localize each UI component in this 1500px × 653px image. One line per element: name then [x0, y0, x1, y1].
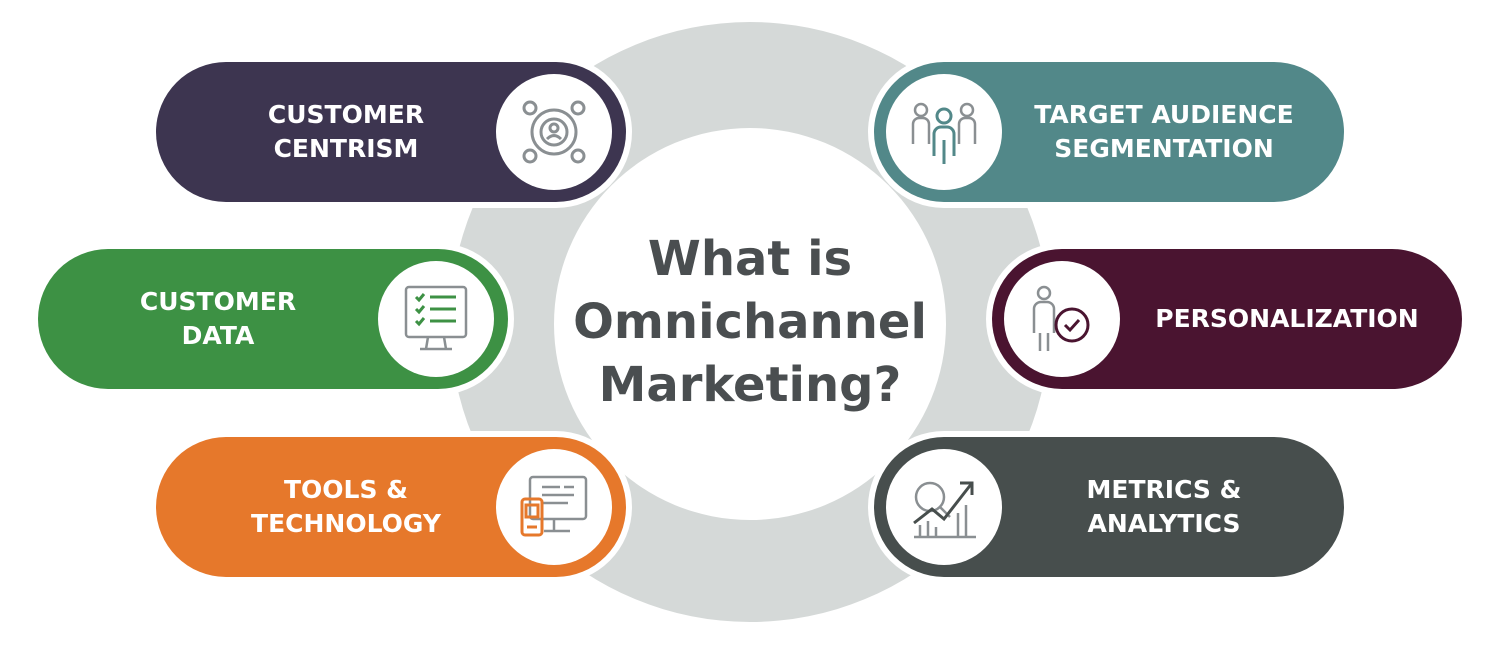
icon-badge: [496, 449, 612, 565]
audience-group-icon: [911, 102, 977, 164]
pill-metrics-analytics: METRICS & ANALYTICS: [874, 437, 1344, 577]
diagram-title: What is Omnichannel Marketing?: [573, 230, 927, 413]
icon-badge: [886, 449, 1002, 565]
checklist-monitor-icon: [404, 285, 468, 351]
icon-badge: [496, 74, 612, 190]
pill-label: METRICS & ANALYTICS: [1086, 475, 1242, 538]
icon-badge: [378, 261, 494, 377]
icon-badge: [1004, 261, 1120, 377]
icon-badge: [886, 74, 1002, 190]
growth-chart-icon: [913, 481, 976, 539]
pill-personalization: PERSONALIZATION: [992, 249, 1462, 389]
customer-centric-icon: [522, 100, 586, 164]
pill-label: CUSTOMER DATA: [139, 287, 297, 350]
pill-label: CUSTOMER CENTRISM: [267, 100, 425, 163]
pill-label: TOOLS & TECHNOLOGY: [251, 475, 441, 538]
pill-customer-data: CUSTOMER DATA: [38, 249, 508, 389]
pill-label: TARGET AUDIENCE SEGMENTATION: [1034, 100, 1294, 163]
pill-customer-centrism: CUSTOMER CENTRISM: [156, 62, 626, 202]
devices-icon: [520, 475, 588, 537]
person-check-icon: [1032, 285, 1090, 351]
pill-target-audience-segmentation: TARGET AUDIENCE SEGMENTATION: [874, 62, 1344, 202]
pill-tools-technology: TOOLS & TECHNOLOGY: [156, 437, 626, 577]
pill-label: PERSONALIZATION: [1155, 304, 1419, 333]
